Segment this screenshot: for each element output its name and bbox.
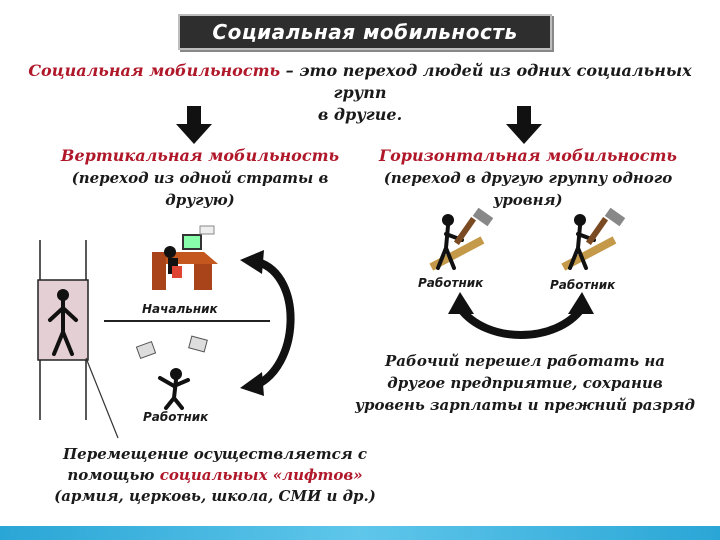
worker-juggler-icon (136, 335, 208, 410)
vertical-worker-label: Работник (143, 410, 209, 424)
page-title: Социальная мобильность (178, 14, 552, 50)
horizontal-worker-left-label: Работник (418, 276, 484, 290)
lifts-line-2-prefix: помощью (67, 466, 160, 484)
horizontal-caption-line-2: другое предприятие, сохранив (387, 374, 663, 392)
bottom-strip (0, 526, 720, 540)
cycle-arrow-icon (240, 250, 295, 396)
down-arrow-icon (176, 106, 212, 144)
definition-line-2: в другие. (317, 105, 403, 124)
horizontal-sub-line-2: уровня) (493, 191, 563, 209)
definition-term: Социальная мобильность (28, 61, 281, 80)
vertical-sub-line-2: другую) (165, 191, 235, 209)
lifts-line-3: (армия, церковь, школа, СМИ и др.) (54, 487, 376, 505)
office-boss-icon (152, 225, 218, 290)
definition-rest: – это переход людей из одних социальных … (280, 61, 692, 102)
definition-line-1: Социальная мобильность – это переход люд… (0, 60, 720, 104)
definition: Социальная мобильность – это переход люд… (0, 60, 720, 126)
vertical-mobility: Вертикальная мобильность (переход из одн… (20, 145, 380, 211)
horizontal-mobility: Горизонтальная мобильность (переход в др… (348, 145, 708, 211)
carpenter-icon (429, 207, 494, 271)
vertical-sub-line-1: (переход из одной страты в (71, 169, 329, 187)
lifts-caption: Перемещение осуществляется с помощью соц… (20, 444, 410, 507)
lifts-line-1: Перемещение осуществляется с (63, 445, 367, 463)
lifts-line-2: помощью социальных «лифтов» (20, 465, 410, 486)
carpenter-icon (561, 207, 626, 271)
horizontal-heading: Горизонтальная мобильность (379, 146, 677, 165)
horizontal-caption-line-1: Рабочий перешел работать на (385, 352, 665, 370)
stratum-divider (104, 320, 270, 322)
boss-label: Начальник (142, 302, 218, 316)
cycle-arrow-icon (448, 292, 594, 339)
pointer-line (85, 357, 119, 439)
horizontal-worker-right-label: Работник (550, 278, 616, 292)
down-arrow-icon (506, 106, 542, 144)
vertical-heading: Вертикальная мобильность (60, 146, 340, 165)
elevator-figure-icon (37, 240, 89, 420)
horizontal-caption: Рабочий перешел работать на другое предп… (340, 350, 710, 416)
lifts-term: социальных «лифтов» (159, 466, 363, 484)
horizontal-caption-line-3: уровень зарплаты и прежний разряд (355, 396, 695, 414)
horizontal-sub-line-1: (переход в другую группу одного (383, 169, 673, 187)
